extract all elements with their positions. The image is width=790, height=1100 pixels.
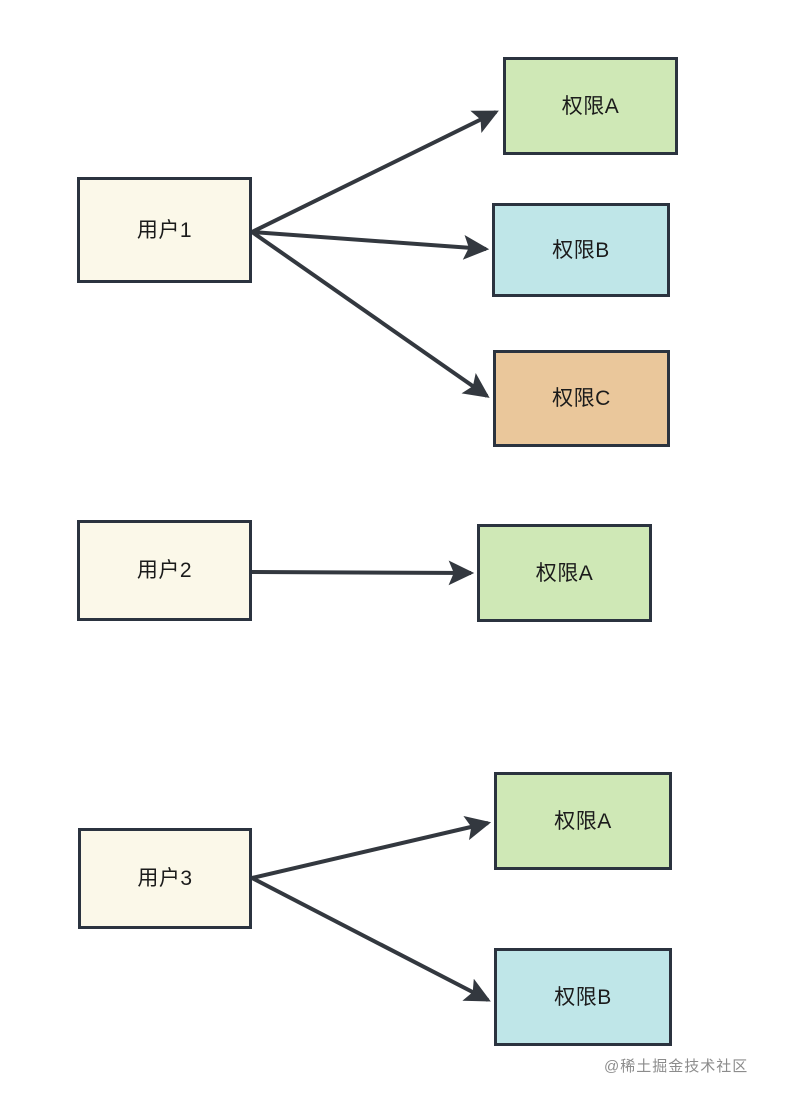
node-perm-a-3[interactable]: 权限A <box>494 772 672 870</box>
node-label: 权限C <box>552 387 611 410</box>
node-user-1[interactable]: 用户1 <box>77 177 252 283</box>
connector-edge-u1-b <box>251 230 490 260</box>
connector-edge-u1-c <box>250 230 490 398</box>
watermark-label: @稀土掘金技术社区 <box>604 1058 749 1075</box>
connector-edge-u3-a <box>251 816 492 880</box>
connector-edge-u3-b <box>251 876 491 1002</box>
connector-lines <box>250 110 499 1002</box>
node-perm-c-1[interactable]: 权限C <box>493 350 670 447</box>
node-label: 用户1 <box>136 218 193 242</box>
node-label: 用户3 <box>137 867 193 890</box>
node-user-2[interactable]: 用户2 <box>77 520 252 621</box>
node-user-3[interactable]: 用户3 <box>78 828 252 929</box>
node-label: 权限A <box>554 809 612 833</box>
node-perm-a-1[interactable]: 权限A <box>503 57 678 155</box>
node-label: 权限A <box>561 94 620 118</box>
node-label: 权限B <box>552 238 610 262</box>
node-label: 用户2 <box>136 559 193 582</box>
node-label: 权限A <box>535 561 594 585</box>
connector-edge-u1-a <box>251 110 499 234</box>
node-perm-a-2[interactable]: 权限A <box>477 524 652 622</box>
connector-edge-u2-a <box>251 560 475 586</box>
node-perm-b-3[interactable]: 权限B <box>494 948 672 1046</box>
node-label: 权限B <box>554 985 612 1009</box>
node-perm-b-1[interactable]: 权限B <box>492 203 670 297</box>
